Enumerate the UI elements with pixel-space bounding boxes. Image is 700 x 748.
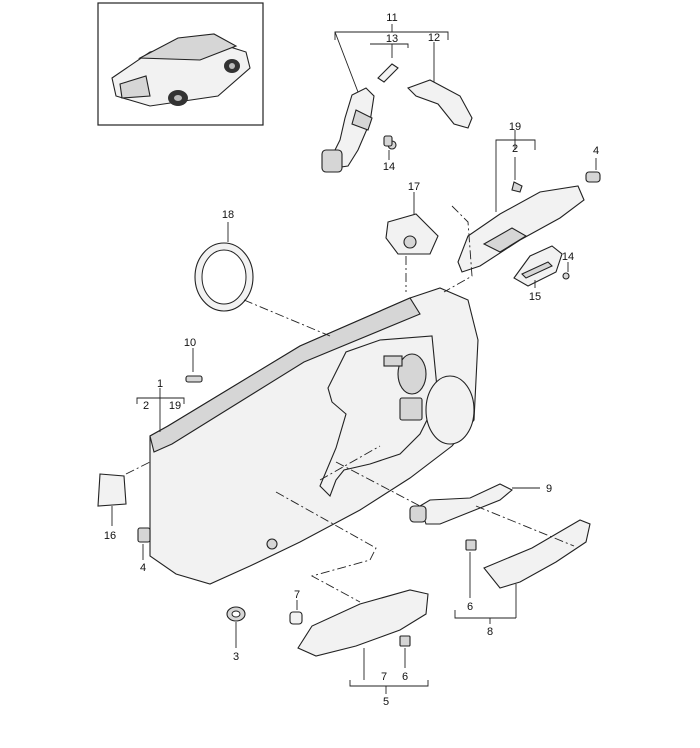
label-12: 12 <box>428 32 440 44</box>
label-17: 17 <box>408 181 420 193</box>
grommet <box>226 606 246 622</box>
alignment-lines <box>125 205 575 603</box>
pull-handle-bracket <box>409 483 513 525</box>
label-1: 1 <box>157 378 163 390</box>
label-6-lower: 6 <box>402 671 408 683</box>
door-panel <box>149 287 479 585</box>
speaker-ring <box>194 242 254 312</box>
upper-trim-panel <box>457 171 601 273</box>
leader-lines <box>111 24 597 694</box>
label-8: 8 <box>487 626 493 638</box>
side-cap <box>97 473 127 507</box>
label-2-left: 2 <box>143 400 149 412</box>
mirror-triangle-cover <box>385 213 439 255</box>
label-16: 16 <box>104 530 116 542</box>
label-10: 10 <box>184 337 196 349</box>
label-3: 3 <box>233 651 239 663</box>
label-5: 5 <box>383 696 389 708</box>
lower-pocket <box>289 589 429 657</box>
label-7-lower: 7 <box>381 671 387 683</box>
label-11: 11 <box>386 12 397 24</box>
armrest <box>465 519 591 589</box>
label-9: 9 <box>546 483 552 495</box>
label-6-right: 6 <box>467 601 473 613</box>
label-4-bottom: 4 <box>140 562 146 574</box>
label-14-top: 14 <box>383 161 395 173</box>
label-14-right: 14 <box>562 251 574 263</box>
handle-insert <box>513 245 570 287</box>
callout-labels: 11 13 12 14 19 2 4 17 18 14 15 10 1 2 19… <box>104 12 599 708</box>
label-19-top: 19 <box>509 121 521 133</box>
label-18: 18 <box>222 209 234 221</box>
label-15: 15 <box>529 291 541 303</box>
hinge-bracket-assembly <box>321 63 473 173</box>
vehicle-thumbnail <box>97 2 264 126</box>
fasteners <box>137 135 393 543</box>
label-13: 13 <box>386 33 398 45</box>
label-2-top: 2 <box>512 143 518 155</box>
label-19-left: 19 <box>169 400 181 412</box>
label-4-top: 4 <box>593 145 599 157</box>
label-7-upper: 7 <box>294 589 300 601</box>
